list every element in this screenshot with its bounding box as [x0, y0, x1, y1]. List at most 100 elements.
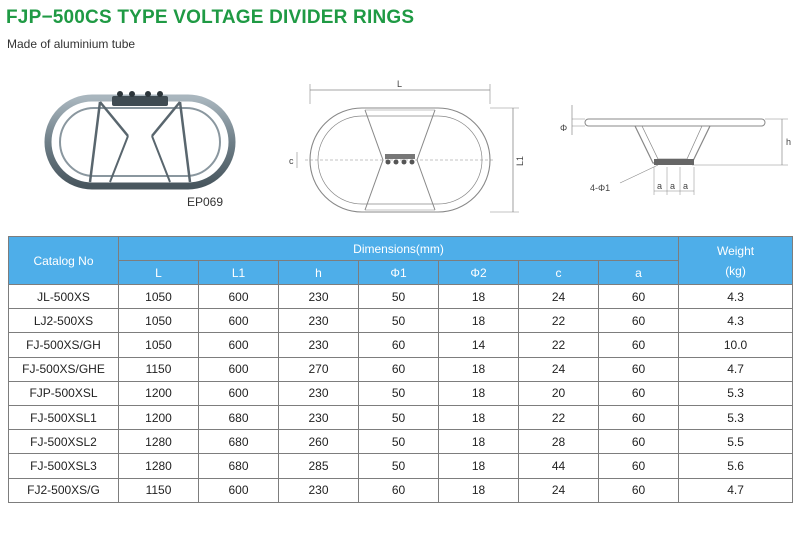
tube-section [584, 118, 766, 127]
label-a-2: a [670, 181, 675, 191]
cell-weight: 4.3 [678, 308, 794, 334]
leader-4phi1 [619, 164, 659, 184]
cell-L: 1280 [118, 429, 199, 455]
bolt-row [117, 91, 163, 97]
cell-h: 230 [278, 477, 359, 503]
frame-right [416, 109, 436, 211]
cell-catalog: FJ-500XSL1 [8, 404, 119, 431]
clamp-block [112, 96, 168, 106]
cell-phi1: 50 [358, 283, 439, 310]
cell-h: 230 [278, 332, 359, 358]
cell-L1: 600 [198, 308, 279, 334]
ring-inner [59, 107, 221, 177]
cell-catalog: FJ-500XSL2 [8, 429, 119, 455]
cell-h: 260 [278, 429, 359, 455]
cell-c: 24 [518, 356, 599, 382]
col-header-L1: L1 [198, 260, 279, 285]
bolt-holes [654, 159, 694, 165]
table-row: FJ-500XS/GH 1050 600 230 60 14 22 60 10.… [8, 332, 794, 358]
cell-a: 60 [597, 453, 680, 479]
weight-label: Weight [716, 243, 755, 258]
cell-phi2: 14 [438, 332, 519, 358]
cell-a: 60 [597, 404, 680, 431]
table-row: LJ2-500XS 1050 600 230 50 18 22 60 4.3 [8, 308, 794, 334]
page-title: FJP−500CS TYPE VOLTAGE DIVIDER RINGS [6, 7, 415, 28]
cell-catalog: LJ2-500XS [8, 308, 119, 334]
cell-L: 1150 [118, 477, 199, 503]
cell-L1: 600 [198, 283, 279, 310]
cell-L1: 600 [198, 332, 279, 358]
table-row: FJP-500XSL 1200 600 230 50 18 20 60 5.3 [8, 380, 794, 406]
cell-c: 22 [518, 332, 599, 358]
cell-h: 230 [278, 283, 359, 310]
cell-L1: 680 [198, 453, 279, 479]
catalog-header: Catalog No [8, 236, 119, 285]
cell-L: 1050 [118, 308, 199, 334]
cell-L1: 680 [198, 404, 279, 431]
cell-phi1: 60 [358, 332, 439, 358]
clamp-bolts [385, 154, 415, 165]
label-L1: L1 [515, 156, 525, 166]
cell-phi2: 18 [438, 477, 519, 503]
cell-phi2: 18 [438, 308, 519, 334]
cell-phi2: 18 [438, 453, 519, 479]
cell-phi2: 18 [438, 380, 519, 406]
cell-weight: 5.3 [678, 380, 794, 406]
cell-c: 22 [518, 308, 599, 334]
col-header-phi1: Φ1 [358, 260, 439, 285]
cell-L1: 600 [198, 477, 279, 503]
table-row: FJ-500XSL2 1280 680 260 50 18 28 60 5.5 [8, 429, 794, 455]
label-c: c [289, 156, 294, 166]
label-a-3: a [683, 181, 688, 191]
cell-L1: 600 [198, 356, 279, 382]
cell-a: 60 [597, 356, 680, 382]
label-L: L [397, 79, 402, 89]
cell-phi2: 18 [438, 404, 519, 431]
weight-unit: (kg) [725, 263, 746, 278]
bracket-left [88, 101, 129, 183]
ring-outer [44, 94, 236, 190]
cell-c: 24 [518, 477, 599, 503]
cell-h: 230 [278, 404, 359, 431]
support-arms [634, 125, 711, 164]
cell-phi1: 50 [358, 308, 439, 334]
frame-left [364, 109, 384, 211]
cell-weight: 4.3 [678, 283, 794, 310]
label-a-1: a [657, 181, 662, 191]
col-header-a: a [597, 260, 680, 285]
cell-c: 22 [518, 404, 599, 431]
top-view-drawing: L L1 c [289, 79, 525, 213]
cell-phi1: 60 [358, 477, 439, 503]
dimensions-header: Dimensions(mm) [117, 236, 680, 261]
cell-weight: 5.6 [678, 453, 794, 479]
cell-L1: 600 [198, 380, 279, 406]
cell-a: 60 [597, 308, 680, 334]
cell-catalog: JL-500XS [8, 283, 119, 310]
cell-h: 230 [278, 380, 359, 406]
cell-weight: 5.5 [678, 429, 794, 455]
bracket-bottom [109, 135, 171, 183]
cell-catalog: FJ-500XS/GHE [8, 356, 119, 382]
cell-a: 60 [597, 380, 680, 406]
cell-phi1: 60 [358, 356, 439, 382]
cell-catalog: FJ-500XSL3 [8, 453, 119, 479]
cell-a: 60 [597, 477, 680, 503]
cell-phi1: 50 [358, 429, 439, 455]
cell-catalog: FJP-500XSL [8, 380, 119, 406]
cell-phi2: 18 [438, 283, 519, 310]
cell-L: 1200 [118, 380, 199, 406]
cell-a: 60 [597, 283, 680, 310]
col-header-phi2: Φ2 [438, 260, 519, 285]
cell-weight: 4.7 [678, 477, 794, 503]
col-header-c: c [518, 260, 599, 285]
photo-code: EP069 [187, 195, 224, 209]
cell-h: 285 [278, 453, 359, 479]
cell-catalog: FJ2-500XS/G [8, 477, 119, 503]
label-4phi1: 4-Φ1 [590, 183, 610, 193]
bracket-right [151, 101, 192, 183]
table-row: JL-500XS 1050 600 230 50 18 24 60 4.3 [8, 283, 794, 310]
table-row: FJ-500XS/GHE 1150 600 270 60 18 24 60 4.… [8, 356, 794, 382]
weight-header: Weight (kg) [678, 236, 794, 285]
page-subtitle: Made of aluminium tube [7, 37, 136, 51]
cell-phi2: 18 [438, 356, 519, 382]
